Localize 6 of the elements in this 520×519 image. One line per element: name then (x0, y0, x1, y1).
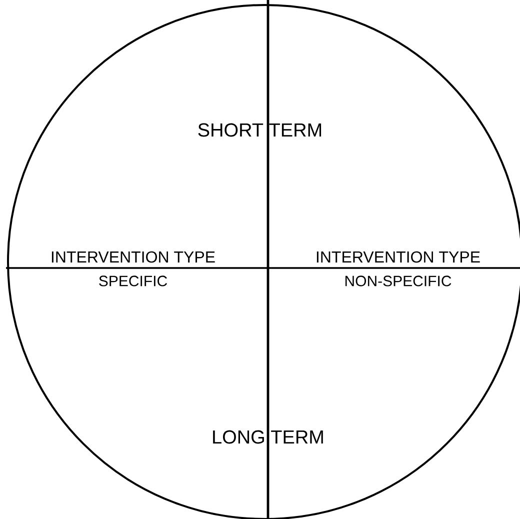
axis-label: NON-SPECIFIC (345, 276, 452, 286)
axis-label: INTERVENTION TYPE (316, 251, 480, 263)
axis-label: INTERVENTION TYPE (52, 251, 215, 263)
axis-label: LONG TERM (213, 430, 323, 444)
axis-label: SPECIFIC (99, 276, 168, 286)
axis-label: SHORT TERM (198, 123, 322, 137)
